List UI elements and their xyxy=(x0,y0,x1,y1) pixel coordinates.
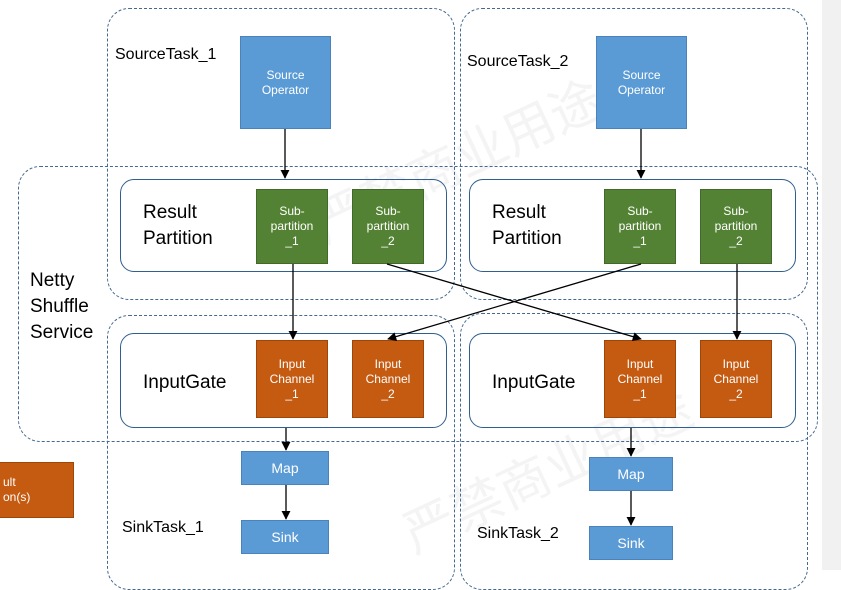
input-channel-2-task-2: Input Channel _2 xyxy=(700,340,772,418)
legend-partial-box: ult on(s) xyxy=(0,462,74,518)
source-operator-1: Source Operator xyxy=(240,36,331,129)
result-partition-2-label: Result Partition xyxy=(492,202,562,249)
sink-operator-1: Sink xyxy=(241,520,329,554)
subpartition-1-task-2: Sub- partition _1 xyxy=(604,189,676,264)
subpartition-2-task-1: Sub- partition _2 xyxy=(352,189,424,264)
source-task-1-label: SourceTask_1 xyxy=(115,46,217,63)
map-operator-1: Map xyxy=(241,451,329,485)
subpartition-2-task-2: Sub- partition _2 xyxy=(700,189,772,264)
input-channel-1-task-1: Input Channel _1 xyxy=(256,340,328,418)
input-gate-1-label: InputGate xyxy=(143,372,227,393)
page-edge-strip xyxy=(822,0,841,570)
source-operator-2: Source Operator xyxy=(596,36,687,129)
sink-operator-2: Sink xyxy=(589,526,673,560)
map-operator-2: Map xyxy=(589,457,673,491)
input-gate-1-box xyxy=(120,333,447,428)
result-partition-1-label: Result Partition xyxy=(143,202,213,249)
sink-task-1-label: SinkTask_1 xyxy=(122,519,204,536)
arrows-layer xyxy=(280,129,742,526)
input-channel-1-task-2: Input Channel _1 xyxy=(604,340,676,418)
result-partition-1-box xyxy=(120,179,447,272)
sink-task-2-label: SinkTask_2 xyxy=(477,525,559,542)
input-gate-2-label: InputGate xyxy=(492,372,576,393)
source-task-2-container xyxy=(460,8,808,300)
netty-shuffle-service-container xyxy=(18,166,818,442)
netty-shuffle-service-label: Netty Shuffle Service xyxy=(30,270,94,343)
source-task-2-label: SourceTask_2 xyxy=(467,53,569,70)
source-task-1-container xyxy=(107,8,455,300)
result-partition-2-box xyxy=(469,179,796,272)
arrow-sub1-task2-to-channel2-task1 xyxy=(387,263,642,342)
subpartition-1-task-1: Sub- partition _1 xyxy=(256,189,328,264)
input-channel-2-task-1: Input Channel _2 xyxy=(352,340,424,418)
